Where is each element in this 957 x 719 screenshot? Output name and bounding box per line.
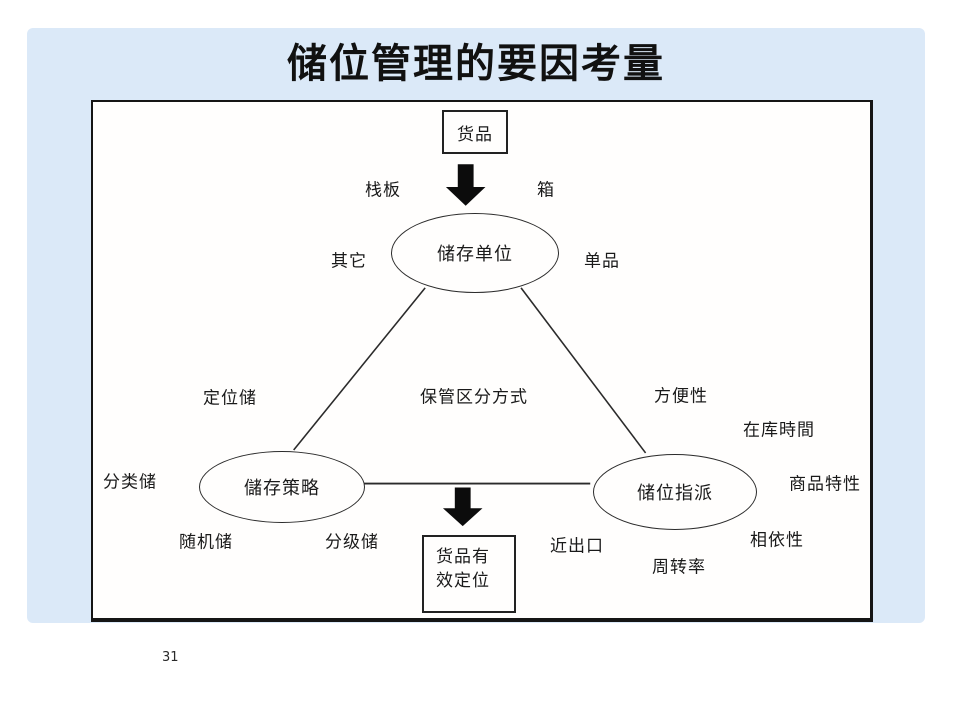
node-location-assignment-label: 储位指派 — [637, 483, 713, 504]
node-storage-unit-label: 储存单位 — [437, 244, 513, 265]
label-product-traits: 商品特性 — [789, 474, 861, 495]
label-random-storage: 随机储 — [179, 532, 233, 553]
goods-box-label: 货品 — [457, 124, 493, 145]
label-pallet: 栈板 — [365, 180, 401, 201]
label-convenience: 方便性 — [654, 386, 708, 407]
slide-title: 储位管理的要因考量 — [287, 40, 665, 87]
label-classified-storage: 分类储 — [103, 472, 157, 493]
down-arrow-icon — [442, 487, 483, 527]
effective-location-box: 货品有 效定位 — [422, 535, 516, 613]
goods-box: 货品 — [442, 110, 508, 154]
label-dependency: 相依性 — [750, 530, 804, 551]
page-number: 31 — [162, 650, 179, 665]
node-storage-strategy-label: 儲存策略 — [244, 478, 320, 499]
label-storage-division-method: 保管区分方式 — [420, 387, 528, 408]
label-near-exit: 近出口 — [550, 536, 604, 557]
label-graded-storage: 分级储 — [325, 532, 379, 553]
label-stock-time: 在库時間 — [743, 420, 815, 441]
diagram-frame: 货品 货品有 效定位 储存单位 儲存策略 储位指派 保管区分方式 栈板 箱 其它… — [91, 100, 873, 622]
effective-location-line1: 货品有 — [436, 547, 490, 567]
label-fixed-storage: 定位储 — [203, 388, 257, 409]
node-storage-unit: 储存单位 — [391, 213, 559, 293]
label-carton: 箱 — [537, 180, 555, 201]
node-location-assignment: 储位指派 — [593, 454, 757, 530]
node-storage-strategy: 儲存策略 — [199, 451, 365, 523]
effective-location-line2: 效定位 — [436, 571, 490, 591]
down-arrow-icon — [445, 164, 486, 206]
label-single-item: 单品 — [584, 251, 620, 272]
label-turnover: 周转率 — [652, 557, 706, 578]
label-other: 其它 — [331, 251, 367, 272]
